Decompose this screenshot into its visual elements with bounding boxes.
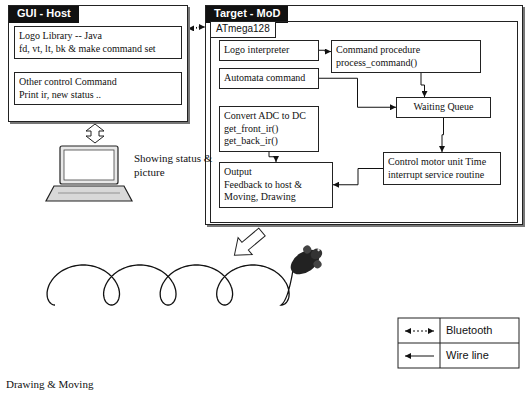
legend-text: Wire line	[446, 349, 489, 363]
legend-text: Bluetooth	[446, 324, 492, 338]
library-box: Logo Library -- Javafd, vt, lt, bk & mak…	[14, 26, 182, 59]
box-text: fd, vt, lt, bk & make command set	[19, 43, 177, 56]
caption-label: Drawing & Moving	[6, 378, 166, 392]
process-box: Control motor unit Time interrupt servic…	[383, 152, 501, 185]
box-text: Convert ADC to DC get_front_ir() get_bac…	[224, 110, 314, 148]
host-box: GUI - HostLogo Library -- Javafd, vt, lt…	[8, 5, 188, 122]
heading-text: GUI - Host	[9, 6, 79, 23]
process-box: Command procedure process_command()	[331, 40, 481, 73]
box-text: Automata command	[224, 72, 314, 85]
process-box: Logo interpreter	[219, 40, 319, 61]
hollow-double-arrow	[86, 124, 104, 143]
box-text: Logo Library -- Java	[19, 30, 177, 43]
legend-box	[398, 318, 519, 368]
box-text: Control motor unit Time interrupt servic…	[388, 156, 496, 181]
process-box: Automata command	[219, 68, 319, 89]
hollow-arrow	[227, 224, 269, 264]
box-text: Output	[224, 166, 328, 179]
box-text: Other control Command	[19, 76, 177, 89]
wire-sample	[405, 356, 434, 357]
wire-arrow	[319, 50, 331, 51]
robot-mouse	[284, 240, 328, 282]
box-text: Feedback to host & Moving, Drawing	[224, 179, 328, 204]
wire-arrow	[333, 169, 383, 185]
box-text: Logo interpreter	[224, 44, 314, 57]
bluetooth-sample	[405, 331, 434, 332]
box-text: Waiting Queue	[401, 101, 486, 114]
mcu-region: ATmega128Logo interpreterAutomata comman…	[210, 21, 518, 223]
wire-arrow	[269, 152, 276, 163]
heading-text: ATmega128	[211, 22, 276, 38]
output-box: OutputFeedback to host & Moving, Drawing	[219, 162, 333, 208]
caption-label: Showing status & picture	[134, 152, 244, 180]
wire-arrow	[319, 78, 396, 107]
wire-arrow	[442, 118, 444, 153]
box-text: Command procedure process_command()	[336, 44, 476, 69]
command-box: Other control CommandPrint ir, new statu…	[14, 72, 182, 105]
bluetooth-link	[188, 27, 205, 28]
target-box: Target - MoDATmega128Logo interpreterAut…	[205, 5, 523, 225]
queue-box: Waiting Queue	[396, 97, 491, 118]
box-text: Print ir, new status ..	[19, 89, 177, 102]
drawn-trail	[47, 265, 293, 305]
laptop-icon	[46, 146, 132, 201]
process-box: Convert ADC to DC get_front_ir() get_bac…	[219, 106, 319, 152]
wire-arrow	[421, 73, 425, 97]
